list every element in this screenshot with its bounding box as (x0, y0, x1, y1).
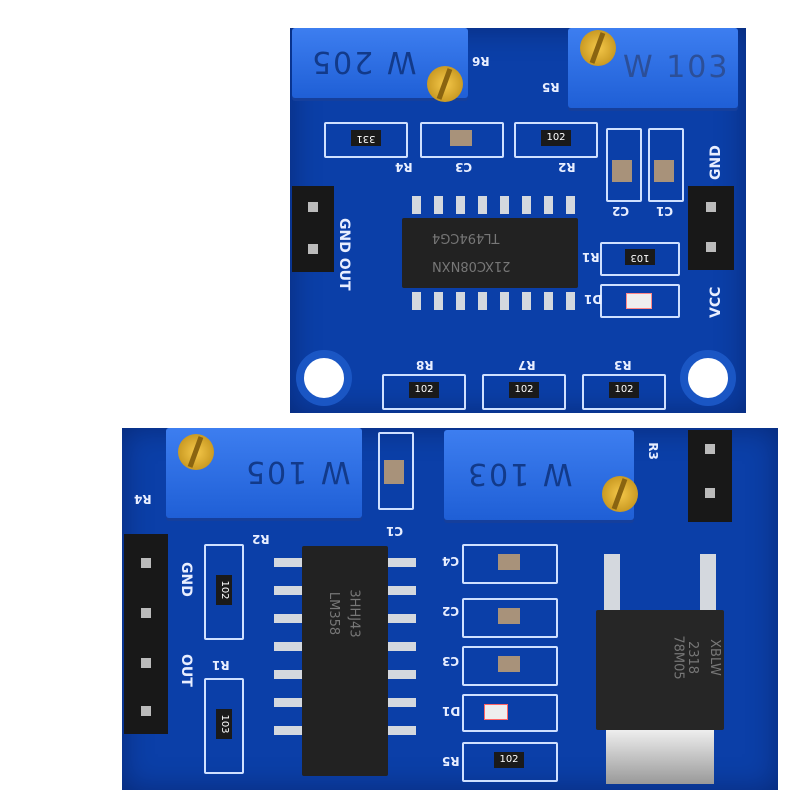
top-pcb-board: W 205 W 103 R6 R5 331 102 R4 C3 R2 C2 C1… (290, 28, 746, 413)
r2-pad: 102 (204, 544, 244, 640)
trimmer-screw[interactable] (602, 476, 638, 512)
r7-pad: 102 (482, 374, 566, 410)
trimmer-screw[interactable] (580, 30, 616, 66)
label-out: OUT (178, 654, 194, 687)
label-c2: C2 (442, 604, 460, 618)
c1-pad (648, 128, 684, 202)
r1-pad: 331 (324, 122, 408, 158)
gnd-out-header[interactable] (124, 534, 168, 734)
label-r6: R6 (472, 54, 490, 68)
mounting-hole (680, 350, 736, 406)
label-c1: C1 (656, 204, 674, 218)
trimmer-screw[interactable] (178, 434, 214, 470)
pot-label: W 103 (623, 50, 730, 85)
label-r2: R2 (558, 160, 576, 174)
r1-right-pad: 103 (600, 242, 680, 276)
c4-pad (462, 544, 558, 584)
regulator-tab (606, 730, 714, 784)
label-vcc: VCC (708, 286, 724, 318)
bottom-pcb-board: W 105 C1 W 103 R3 R4 R2 GND OUT 102 R1 1… (122, 428, 778, 790)
label-gnd-out: GND OUT (336, 218, 352, 291)
78m05-regulator: 78M05 2318 XBLW (596, 610, 724, 730)
label-r3: R3 (614, 358, 632, 372)
c3-pad (420, 122, 504, 158)
label-r5: R5 (542, 80, 560, 94)
r5-pad: 102 (462, 742, 558, 782)
pot-label: W 103 (466, 456, 573, 491)
r8-pad: 102 (382, 374, 466, 410)
label-r8: R8 (416, 358, 434, 372)
tl494-chip: TL494CG4 21XC08NXN (402, 218, 578, 288)
c3-pad (462, 646, 558, 686)
c2-pad (462, 598, 558, 638)
label-d1: D1 (584, 292, 603, 306)
c1-pad (378, 432, 414, 510)
lm358-chip: LM358 3HHJ43 (302, 546, 388, 776)
potentiometer-right[interactable]: W 103 (444, 430, 634, 520)
label-r7: R7 (518, 358, 536, 372)
label-c4: C4 (442, 554, 460, 568)
label-r2: R2 (252, 532, 270, 546)
label-c3: C3 (442, 654, 460, 668)
label-r1: R1 (582, 250, 600, 264)
label-r3: R3 (645, 442, 660, 460)
label-c1: C1 (386, 524, 404, 538)
label-r4: R4 (134, 492, 152, 506)
d1-led-pad (600, 284, 680, 318)
r1-pad: 103 (204, 678, 244, 774)
label-r1-top: R4 (395, 160, 413, 174)
label-c3: C3 (455, 160, 473, 174)
top-right-header[interactable] (688, 430, 732, 522)
label-c2: C2 (612, 204, 630, 218)
label-gnd: GND (178, 562, 194, 597)
trimmer-screw[interactable] (427, 66, 463, 102)
pot-label: W 105 (244, 454, 351, 489)
mounting-hole (296, 350, 352, 406)
d1-led-pad (462, 694, 558, 732)
gnd-vcc-header[interactable] (688, 186, 734, 270)
label-gnd: GND (708, 145, 724, 180)
label-r5: R5 (442, 754, 460, 768)
label-d1: D1 (442, 704, 461, 718)
c2-pad (606, 128, 642, 202)
gnd-out-header[interactable] (292, 186, 334, 272)
pot-label: W 205 (310, 44, 417, 79)
label-r1: R1 (212, 658, 230, 672)
r2-pad: 102 (514, 122, 598, 158)
r3-pad: 102 (582, 374, 666, 410)
